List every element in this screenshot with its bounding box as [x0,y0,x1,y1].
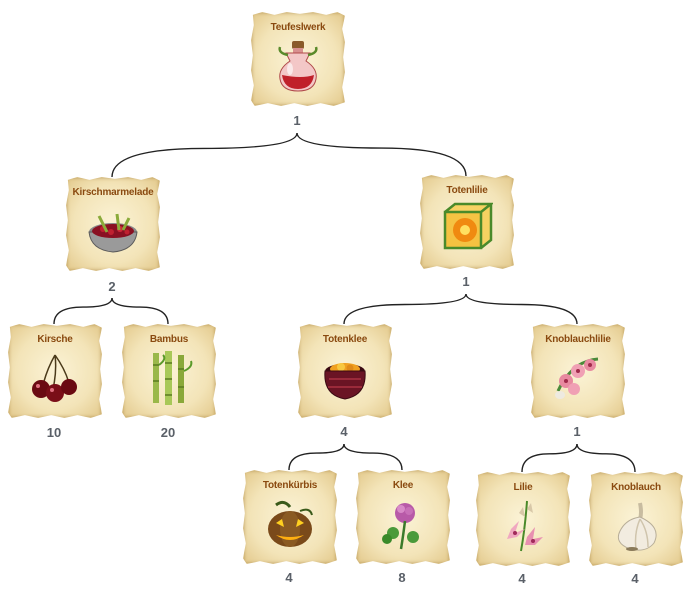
card-title: Bambus [149,334,189,345]
clover-flower-icon [382,503,419,550]
card-title: Kirschmarmelade [72,187,154,198]
card-totenkuerbis[interactable]: Totenkürbis [243,470,337,564]
quantity-label: 1 [462,274,470,289]
connector-kirschmarmelade [53,297,113,325]
quantity-label: 4 [631,571,639,586]
card-teufelswerk[interactable]: Teufeslwerk [251,12,345,106]
quantity-label: 10 [46,425,62,440]
card-knoblauch[interactable]: Knoblauch [589,472,683,566]
card-title: Totenlilie [446,185,488,196]
card-totenlilie[interactable]: Totenlilie [420,175,514,269]
card-title: Knoblauchlilie [545,334,611,345]
connector-totenklee [343,443,403,471]
pink-lily-wreath-icon [555,357,599,399]
card-title: Teufeslwerk [270,22,326,33]
quantity-label: 20 [160,425,176,440]
connector-teufelswerk [111,132,298,178]
jack-o-lantern-icon [268,500,313,547]
card-totenklee[interactable]: Totenklee [298,324,392,418]
quantity-label: 1 [573,424,581,439]
card-title: Lilie [513,482,533,493]
quantity-label: 4 [285,570,293,585]
card-knoblauchlilie[interactable]: Knoblauchlilie [531,324,625,418]
quantity-label: 8 [398,570,406,585]
quantity-label: 2 [108,279,116,294]
card-title: Kirsche [37,334,73,345]
connector-totenlilie [465,293,578,325]
connector-totenlilie [343,293,467,325]
card-kirschmarmelade[interactable]: Kirschmarmelade [66,177,160,271]
card-title: Totenklee [322,334,368,345]
connector-knoblauchlilie [521,443,578,473]
cherries-icon [32,354,77,402]
card-kirsche[interactable]: Kirsche [8,324,102,418]
card-title: Knoblauch [611,482,661,493]
card-title: Totenkürbis [262,480,318,491]
card-bambus[interactable]: Bambus [122,324,216,418]
quantity-label: 4 [340,424,348,439]
framed-yellow-lily-icon [443,202,493,250]
quantity-label: 4 [518,571,526,586]
connector-teufelswerk [296,132,467,177]
connector-totenklee [288,443,345,471]
cherry-jam-bowl-icon [88,213,138,253]
card-title: Klee [392,480,414,491]
card-klee[interactable]: Klee [356,470,450,564]
cauldron-icon [324,363,366,400]
connector-knoblauchlilie [576,443,636,473]
card-lilie[interactable]: Lilie [476,472,570,566]
connector-kirschmarmelade [111,297,169,325]
red-potion-flask-icon [278,41,318,92]
garlic-icon [617,502,657,551]
lily-flower-icon [507,500,543,552]
bamboo-icon [153,351,193,405]
quantity-label: 1 [293,113,301,128]
